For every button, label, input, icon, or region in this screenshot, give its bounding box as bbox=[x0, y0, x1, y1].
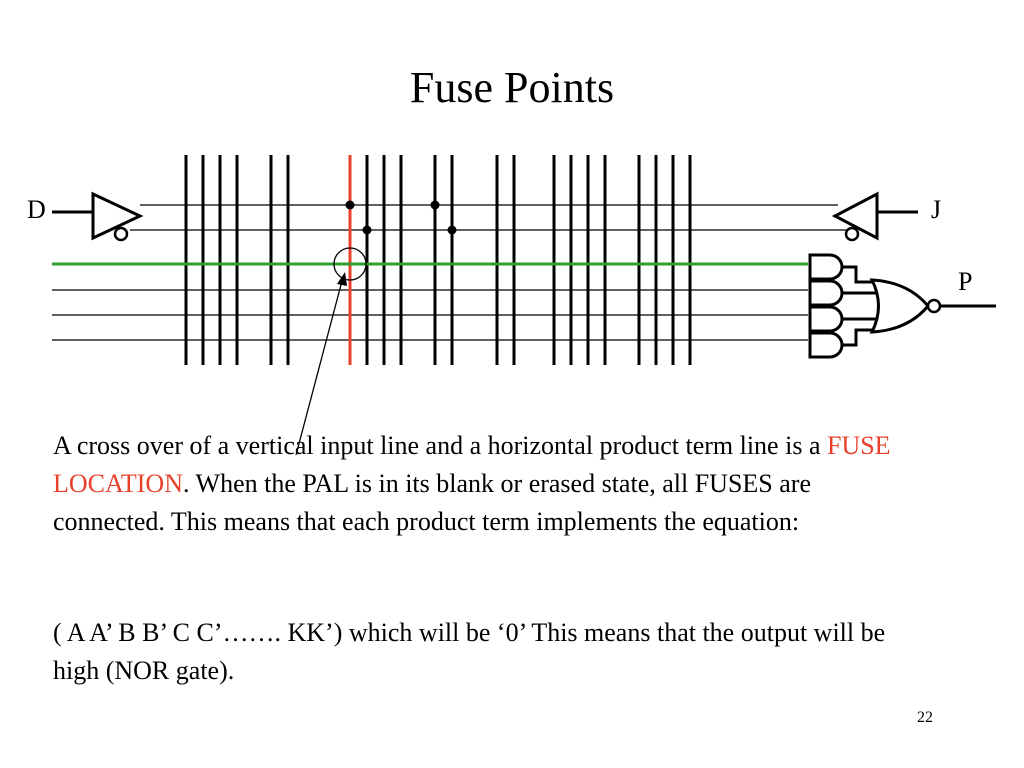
connection-dot bbox=[447, 225, 457, 235]
nor-gate bbox=[869, 278, 996, 334]
and-gate bbox=[808, 253, 844, 281]
paragraph-text: A cross over of a vertical input line an… bbox=[53, 431, 827, 460]
horizontal-lines bbox=[52, 204, 848, 341]
vertical-input-lines bbox=[184, 155, 692, 365]
output-label-p: P bbox=[958, 267, 972, 296]
connection-dot bbox=[430, 200, 440, 210]
nor-bubble bbox=[926, 298, 942, 314]
pointer-arrow bbox=[295, 272, 347, 456]
and-gate bbox=[808, 331, 844, 359]
and-gate bbox=[808, 279, 844, 307]
output-label-j: J bbox=[931, 195, 941, 224]
and-gate bbox=[808, 305, 844, 333]
paragraph-equation: ( A A’ B B’ C C’……. KK’) which will be ‘… bbox=[53, 618, 886, 685]
and-to-nor-wires bbox=[842, 265, 878, 347]
fuse-location-circle bbox=[333, 247, 367, 281]
paragraph-text: . When the PAL is in its blank or erased… bbox=[53, 469, 811, 536]
connection-dot bbox=[345, 200, 355, 210]
slide-title: Fuse Points bbox=[409, 63, 615, 112]
input-label-d: D bbox=[27, 195, 46, 224]
input-buffer-gate bbox=[52, 191, 144, 242]
paragraph-fuse-location: A cross over of a vertical input line an… bbox=[53, 427, 913, 541]
connection-dots bbox=[345, 200, 457, 235]
output-buffer-gate bbox=[831, 191, 918, 242]
slide-number: 22 bbox=[917, 709, 933, 726]
fuse-location-highlight: FUSE LOCATION bbox=[53, 431, 891, 498]
connection-dot bbox=[362, 225, 372, 235]
and-gates bbox=[808, 253, 844, 359]
